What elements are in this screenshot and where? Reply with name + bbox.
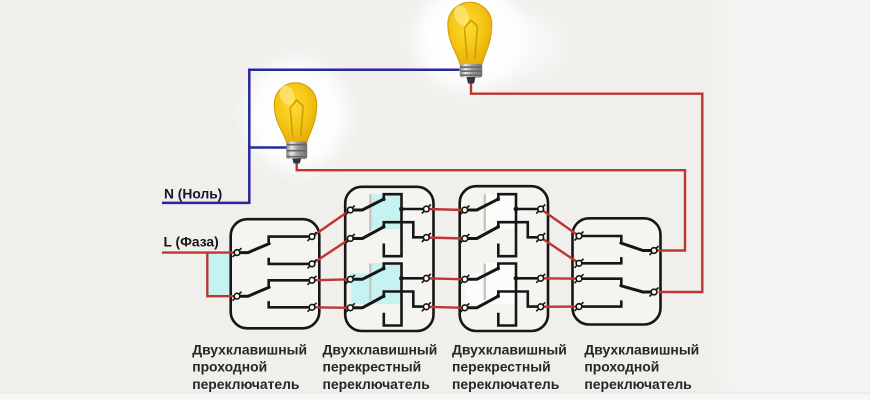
svg-text:перекрестный: перекрестный [452, 359, 551, 375]
svg-text:переключатель: переключатель [584, 376, 691, 392]
svg-text:перекрестный: перекрестный [323, 359, 422, 375]
svg-text:проходной: проходной [584, 359, 659, 375]
svg-text:Двухклавишный: Двухклавишный [452, 341, 567, 357]
svg-text:N (Ноль): N (Ноль) [164, 186, 222, 201]
svg-text:переключатель: переключатель [192, 376, 299, 392]
svg-text:Двухклавишный: Двухклавишный [192, 341, 307, 357]
svg-text:L (Фаза): L (Фаза) [164, 234, 219, 249]
svg-text:Двухклавишный: Двухклавишный [584, 341, 699, 357]
svg-text:переключатель: переключатель [323, 376, 430, 392]
svg-text:Двухклавишный: Двухклавишный [323, 341, 438, 357]
svg-text:проходной: проходной [192, 359, 267, 375]
svg-text:переключатель: переключатель [452, 376, 559, 392]
